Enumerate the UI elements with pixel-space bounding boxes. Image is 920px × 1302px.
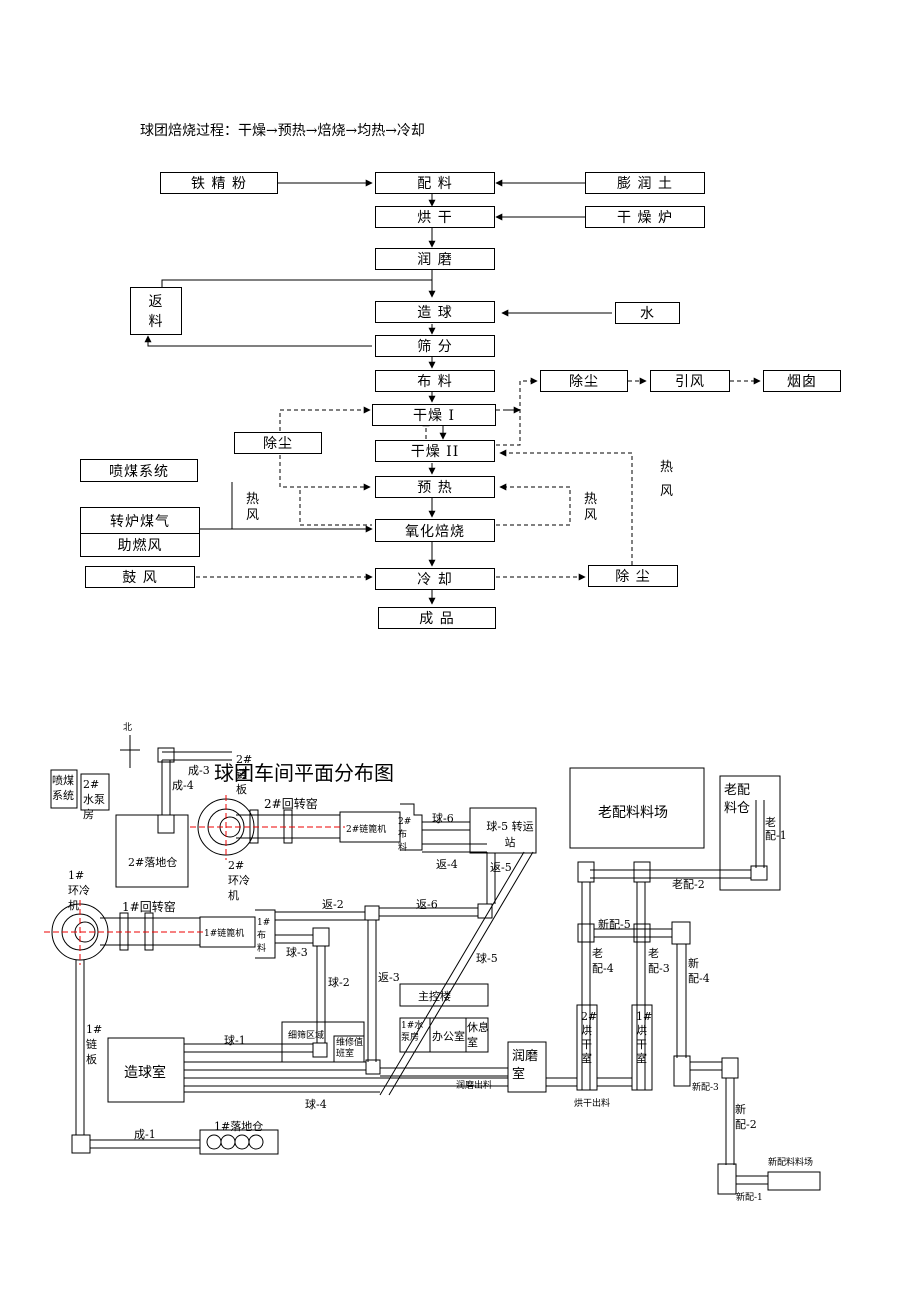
label-hot-air-a: 热风 [246, 492, 260, 523]
node-preheat: 预 热 [375, 476, 495, 498]
label-cheng1: 成-1 [134, 1128, 156, 1141]
label-chain-grate1: 1#链篦机 [204, 929, 245, 939]
label-transfer: 球-5 转运站 [486, 820, 534, 849]
label-pump2: 2#水泵房 [83, 778, 105, 821]
node-chimney: 烟囱 [763, 370, 841, 392]
north-label: 北 [123, 723, 133, 733]
layout-title: 球团车间平面分布图 [214, 761, 394, 785]
label-dry-out: 烘干出料 [574, 1099, 611, 1109]
node-distribution: 布 料 [375, 370, 495, 392]
node-induced-fan: 引风 [650, 370, 730, 392]
label-grind-room: 润磨室 [512, 1049, 539, 1082]
label-qiu3: 球-3 [286, 946, 308, 959]
label-qiu5: 球-5 [476, 952, 498, 965]
label-laopei1: 老配-1 [765, 816, 787, 842]
label-pit1: 1#落地仓 [214, 1120, 264, 1133]
node-pelletizing: 造 球 [375, 301, 495, 323]
label-coal-sys: 喷煤系统 [52, 774, 74, 802]
label-hot-air-b: 热风 [584, 492, 598, 523]
label-pump1: 1#水泵房 [401, 1021, 424, 1043]
label-office: 办公室 [432, 1030, 465, 1043]
node-grinding: 润 磨 [375, 248, 495, 270]
label-xinpei2: 新配-2 [735, 1103, 757, 1131]
label-control: 主控楼 [418, 990, 451, 1003]
node-return: 返料 [130, 287, 182, 335]
label-grind-out: 润磨出料 [456, 1081, 493, 1091]
node-dryer: 干 燥 炉 [585, 206, 705, 228]
label-laopei3: 老配-3 [648, 947, 670, 975]
label-fan3: 返-3 [378, 971, 400, 984]
node-dust-top: 除尘 [540, 370, 628, 392]
label-pit2: 2#落地仓 [128, 856, 178, 869]
label-rest: 休息室 [467, 1021, 489, 1049]
label-qiu2: 球-2 [328, 976, 350, 989]
node-drying1: 干燥 I [372, 404, 496, 426]
label-fan6: 返-6 [416, 898, 438, 911]
node-product: 成 品 [378, 607, 496, 629]
node-drying2: 干燥 II [375, 440, 495, 462]
label-qiu1: 球-1 [224, 1034, 246, 1047]
label-new-yard: 新配料料场 [768, 1158, 814, 1168]
label-chain2: 2#链板 [236, 753, 253, 796]
label-dry2: 2#烘干室 [581, 1010, 598, 1065]
label-old-bin: 老配料仓 [724, 783, 751, 816]
label-kiln1: 1#回转窑 [122, 900, 176, 914]
label-xinpei4: 新配-4 [688, 957, 710, 985]
label-laopei4: 老配-4 [592, 947, 614, 975]
node-coal-injection: 喷煤系统 [80, 459, 198, 482]
label-buliao2: 2#布料 [398, 817, 412, 853]
label-fan4: 返-4 [436, 858, 458, 871]
label-chain1: 1#链板 [86, 1023, 103, 1066]
label-cheng3: 成-3 [188, 764, 210, 777]
node-batching: 配 料 [375, 172, 495, 194]
node-screening: 筛 分 [375, 335, 495, 357]
label-laopei2: 老配-2 [672, 878, 705, 891]
label-fine-area: 细筛区域 [288, 1031, 325, 1041]
label-repair: 维修值班室 [336, 1038, 364, 1059]
process-title: 球团焙烧过程：干燥→预热→焙烧→均热→冷却 [140, 123, 425, 139]
node-drying: 烘 干 [375, 206, 495, 228]
label-ring2: 2#环冷机 [228, 859, 250, 902]
label-dry1: 1#烘干室 [636, 1010, 653, 1065]
label-xinpei5: 新配-5 [598, 918, 631, 931]
node-bentonite: 膨 润 土 [585, 172, 705, 194]
label-xinpei1: 新配-1 [736, 1193, 763, 1203]
label-hot-air-c: 热风 [660, 460, 674, 499]
label-cheng4: 成-4 [172, 779, 194, 792]
label-ring1: 1#环冷机 [68, 869, 90, 912]
label-kiln2: 2#回转窑 [264, 797, 318, 811]
label-pellet-room: 造球室 [124, 1065, 166, 1081]
label-old-yard: 老配料料场 [598, 805, 668, 821]
node-converter-gas: 转炉煤气 [80, 507, 200, 533]
label-qiu4: 球-4 [305, 1098, 327, 1111]
label-buliao1: 1#布料 [257, 918, 271, 954]
label-xinpei3: 新配-3 [692, 1083, 719, 1093]
label-qiu6: 球-6 [432, 812, 454, 825]
node-iron-powder: 铁 精 粉 [160, 172, 278, 194]
label-fan2: 返-2 [322, 898, 344, 911]
label-chain-grate2: 2#链篦机 [346, 825, 387, 835]
node-combustion-air: 助燃风 [80, 533, 200, 557]
label-fan5: 返-5 [490, 861, 512, 874]
node-cooling: 冷 却 [375, 568, 495, 590]
node-dust-right: 除 尘 [588, 565, 678, 587]
node-water: 水 [615, 302, 680, 324]
node-dust-left: 除尘 [234, 432, 322, 454]
node-oxidation: 氧化焙烧 [375, 519, 495, 542]
node-blower: 鼓 风 [85, 566, 195, 588]
